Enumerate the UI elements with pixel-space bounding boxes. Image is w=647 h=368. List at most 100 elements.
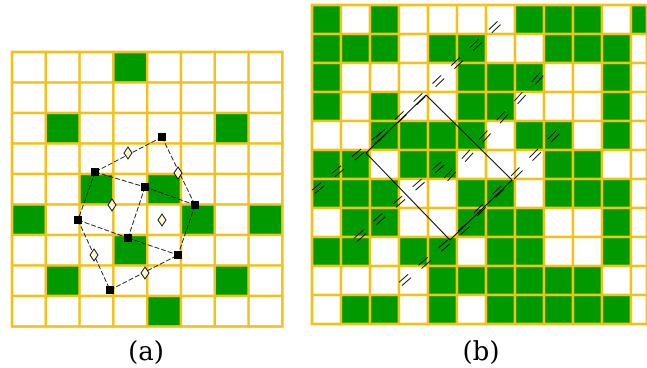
empty-cell: [339, 264, 372, 297]
filled-cell: [368, 206, 401, 239]
hatch-mark: [492, 185, 502, 195]
hatch-mark: [495, 188, 505, 198]
filled-cell: [542, 3, 575, 36]
empty-cell: [397, 61, 430, 94]
panel-b-lattice-overlay: [311, 21, 560, 286]
filled-cell: [145, 294, 183, 328]
diamond-marker: [173, 166, 183, 180]
filled-cell: [455, 61, 488, 94]
empty-cell: [247, 294, 284, 328]
filled-cell: [426, 148, 459, 181]
filled-cell: [542, 148, 575, 181]
filled-cell: [310, 235, 343, 268]
filled-cell: [368, 3, 401, 36]
filled-cell: [310, 3, 343, 36]
filled-cell: [600, 119, 633, 152]
filled-cell: [426, 293, 459, 326]
empty-cell: [10, 142, 47, 176]
filled-cell: [213, 264, 250, 298]
black-square-marker: [91, 168, 99, 176]
empty-cell: [44, 81, 81, 115]
hatch-mark: [517, 94, 526, 105]
filled-cell: [213, 111, 250, 145]
filled-cell: [179, 203, 216, 237]
hatch-mark: [491, 24, 501, 34]
filled-cell: [600, 90, 633, 123]
hatch-mark: [472, 42, 483, 52]
frame-edge: [365, 152, 451, 241]
black-square-marker: [124, 234, 132, 242]
hatch-mark: [354, 152, 365, 161]
filled-cell: [513, 293, 546, 326]
empty-cell: [426, 61, 459, 94]
empty-cell: [484, 119, 517, 152]
filled-cell: [542, 32, 575, 65]
hatch-mark: [444, 168, 453, 179]
empty-cell: [10, 81, 47, 115]
hatch-mark: [496, 111, 506, 121]
empty-cell: [112, 294, 149, 328]
filled-cell: [339, 148, 372, 181]
empty-cell: [368, 235, 401, 268]
filled-cell: [571, 3, 604, 36]
empty-cell: [247, 264, 284, 298]
empty-cell: [44, 294, 81, 328]
empty-cell: [542, 206, 575, 239]
filled-cell: [542, 293, 575, 326]
hatch-mark: [392, 195, 403, 205]
filled-cell: [600, 235, 633, 268]
lattice-edge: [127, 237, 179, 256]
black-square-marker: [174, 251, 182, 259]
empty-cell: [629, 61, 647, 94]
empty-cell: [513, 32, 546, 65]
empty-cell: [513, 148, 546, 181]
hatch-mark: [478, 130, 488, 140]
filled-cell: [513, 206, 546, 239]
hatch-mark: [421, 260, 431, 269]
filled-cell: [397, 148, 430, 181]
filled-cell: [44, 264, 81, 298]
empty-cell: [213, 172, 250, 206]
filled-cell: [571, 264, 604, 297]
empty-cell: [10, 264, 47, 298]
panel-a-lattice-overlay: [74, 133, 199, 294]
empty-cell: [571, 119, 604, 152]
hatch-mark: [532, 151, 542, 161]
panel-b-grid: [310, 3, 647, 326]
filled-cell: [629, 3, 647, 36]
empty-cell: [213, 294, 250, 328]
hatch-mark: [437, 239, 448, 249]
empty-cell: [339, 119, 372, 152]
empty-cell: [179, 142, 216, 176]
filled-cell: [339, 235, 372, 268]
hatch-mark: [353, 230, 364, 239]
empty-cell: [571, 235, 604, 268]
filled-cell: [426, 119, 459, 152]
filled-cell: [455, 206, 488, 239]
empty-cell: [484, 32, 517, 65]
filled-cell: [247, 203, 284, 237]
empty-cell: [339, 90, 372, 123]
empty-cell: [179, 111, 216, 145]
filled-cell: [455, 90, 488, 123]
filled-cell: [600, 177, 633, 210]
empty-cell: [484, 3, 517, 36]
filled-cell: [426, 264, 459, 297]
filled-cell: [455, 32, 488, 65]
hatch-mark: [453, 60, 464, 70]
hatch-mark: [440, 243, 451, 252]
filled-cell: [600, 61, 633, 94]
empty-cell: [397, 264, 430, 297]
empty-cell: [10, 111, 47, 145]
empty-cell: [213, 233, 250, 267]
hatch-mark: [488, 21, 498, 30]
empty-cell: [455, 3, 488, 36]
filled-cell: [368, 90, 401, 123]
filled-cell: [484, 293, 517, 326]
hatch-mark: [431, 161, 442, 171]
empty-cell: [112, 142, 149, 176]
empty-cell: [600, 3, 633, 36]
frame-edge: [425, 94, 513, 181]
empty-cell: [247, 233, 284, 267]
diamond-marker: [107, 198, 117, 212]
